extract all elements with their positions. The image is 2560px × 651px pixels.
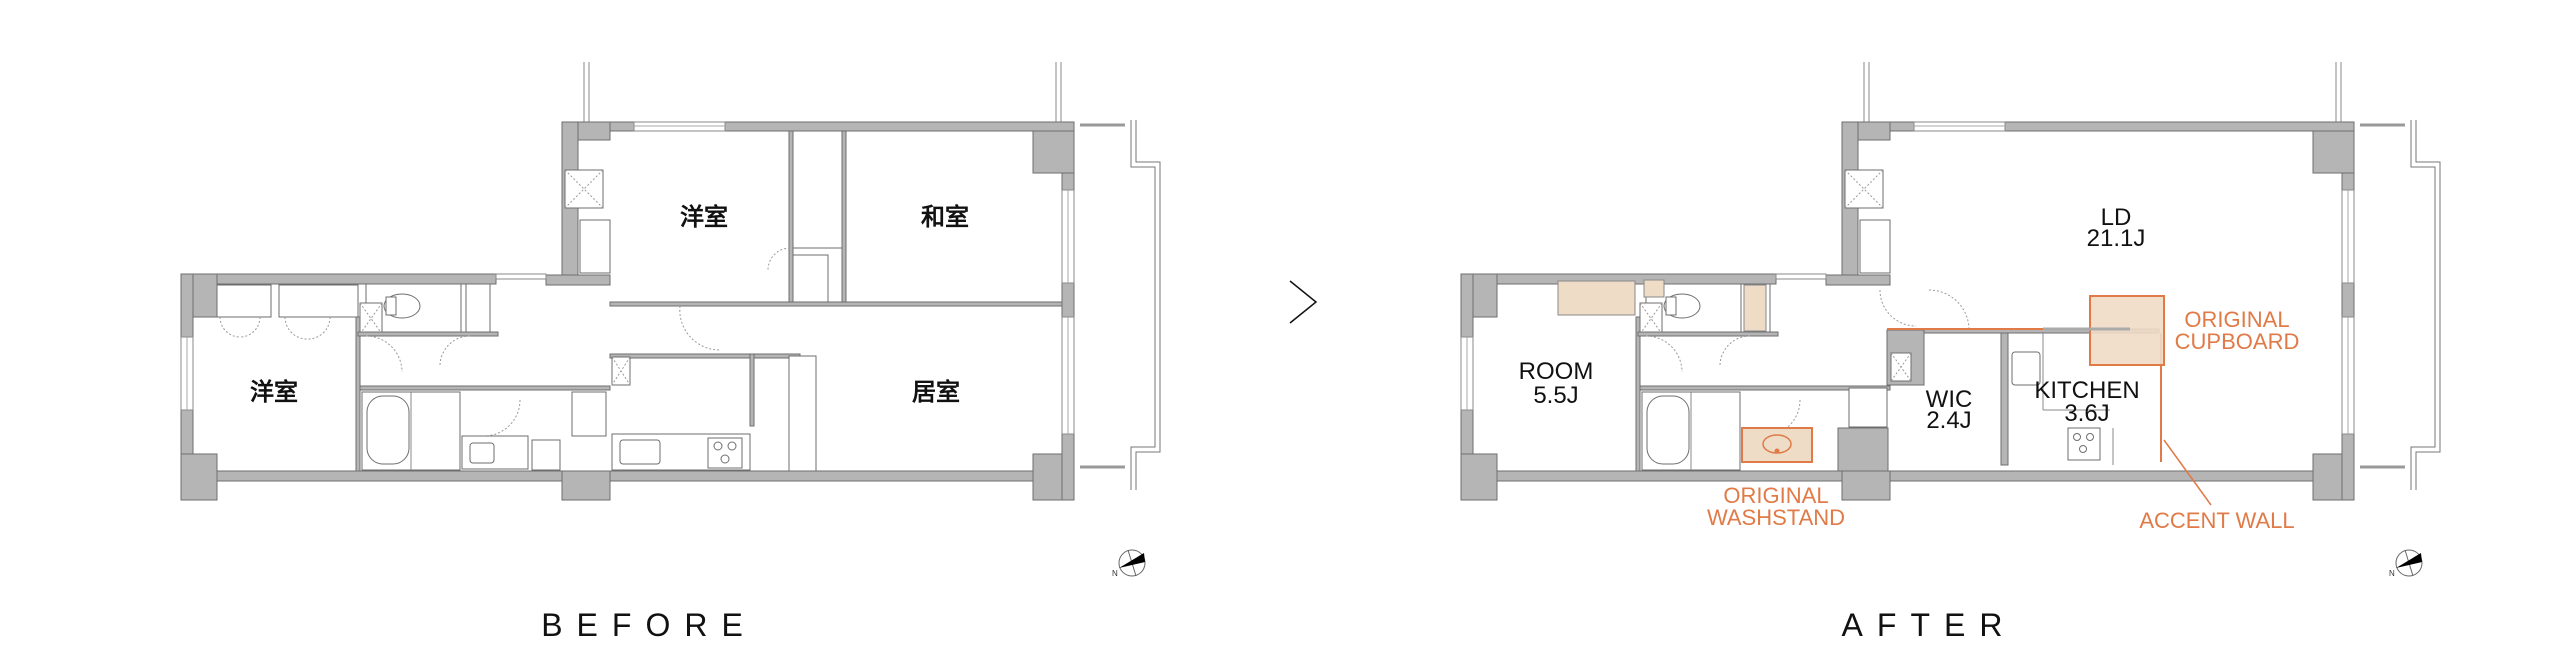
compass-north-label: N (2389, 569, 2395, 578)
room-size-ld: 21.1J (2087, 225, 2146, 252)
washstand-note-line1: ORIGINAL (1723, 483, 1828, 508)
room-label-ld: LD (2101, 204, 2132, 231)
room-label-room: ROOM (1519, 358, 1594, 385)
compass-icon: N (2389, 549, 2423, 578)
compass-icon: N (1112, 549, 1146, 578)
room-label-wic: WIC (1926, 386, 1973, 413)
cupboard-note-line2: CUPBOARD (2175, 329, 2300, 354)
accent-wall-note: ACCENT WALL (2139, 508, 2294, 533)
original-washstand-highlight (1741, 427, 1813, 463)
compass-north-label: N (1112, 569, 1118, 578)
room-label-western-2: 洋室 (680, 203, 728, 231)
accent-wall-leader (2163, 439, 2212, 506)
room-label-western-1: 洋室 (250, 378, 298, 406)
after-floor-plan: ROOM 5.5J LD 21.1J WIC 2.4J KITCHEN 3.6J… (1459, 60, 2442, 643)
after-title: AFTER (1842, 607, 2017, 643)
room-label-japanese: 和室 (921, 203, 969, 231)
before-floor-plan: 洋室 洋室 和室 居室 N BEFORE (179, 60, 1162, 643)
washstand-note-line2: WASHSTAND (1707, 505, 1845, 530)
cupboard-note-line1: ORIGINAL (2184, 307, 2289, 332)
before-title: BEFORE (541, 607, 757, 643)
room-size-wic: 2.4J (1926, 407, 1971, 434)
room-label-living: 居室 (912, 378, 960, 406)
room-size-kitchen: 3.6J (2064, 400, 2109, 427)
room-size-room: 5.5J (1533, 382, 1578, 409)
chevron-right-icon (1289, 280, 1318, 324)
room-label-kitchen: KITCHEN (2034, 377, 2139, 404)
